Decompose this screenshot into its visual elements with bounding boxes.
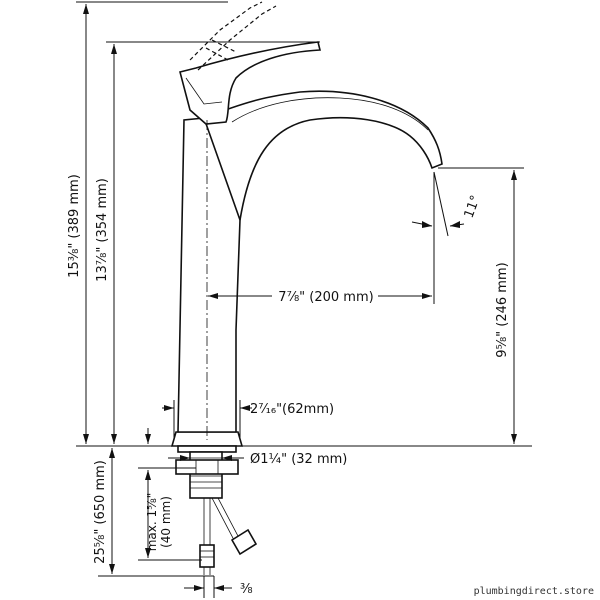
dim-hose-length <box>98 448 214 577</box>
max-deck-label-line2: (40 mm) <box>159 496 173 548</box>
max-deck-label-line1: max. 1⅝" <box>145 493 159 552</box>
hose-length-label: 25⅝" (650 mm) <box>93 460 108 564</box>
hoses <box>199 497 258 575</box>
handle-detail <box>185 77 223 105</box>
dim-max-deck <box>138 467 202 561</box>
dim-deck-tick <box>145 428 151 444</box>
dim-base-diameter <box>162 400 252 440</box>
base-diameter-label: 2⁷⁄₁₆"(62mm) <box>250 402 334 417</box>
dim-outlet-height <box>438 167 524 444</box>
angle-label: 11° <box>462 193 484 220</box>
hose-fitting-right <box>230 528 258 556</box>
connection-label: ⅜ <box>240 582 253 597</box>
dim-angle <box>411 171 465 237</box>
mounting-nut <box>175 459 239 475</box>
shank-diameter-label: Ø1¼" (32 mm) <box>250 452 347 467</box>
faucet-body <box>170 1 443 447</box>
handle-open-position-3 <box>205 39 237 61</box>
reach-label: 7⅞" (200 mm) <box>278 290 373 305</box>
gasket <box>177 445 237 453</box>
dim-connection <box>184 576 232 598</box>
hose-fitting-left <box>199 544 215 568</box>
handle <box>179 41 322 125</box>
spout-height-label: 13⅞" (354 mm) <box>95 178 110 282</box>
dim-spout-height <box>106 41 320 444</box>
spout <box>202 90 443 221</box>
handle-open-position <box>189 1 263 61</box>
handle-open-position-2 <box>197 5 277 71</box>
threaded-shank <box>189 451 223 499</box>
dim-total-height <box>76 1 228 444</box>
outlet-height-label: 9⅝" (246 mm) <box>495 262 510 357</box>
spout-top-line <box>231 97 429 131</box>
shank-assembly <box>175 445 239 499</box>
dim-reach <box>208 172 435 304</box>
total-height-label: 15⅜" (389 mm) <box>67 174 82 278</box>
watermark: plumbingdirect.store <box>474 586 594 597</box>
dim-shank-diameter <box>168 455 244 461</box>
